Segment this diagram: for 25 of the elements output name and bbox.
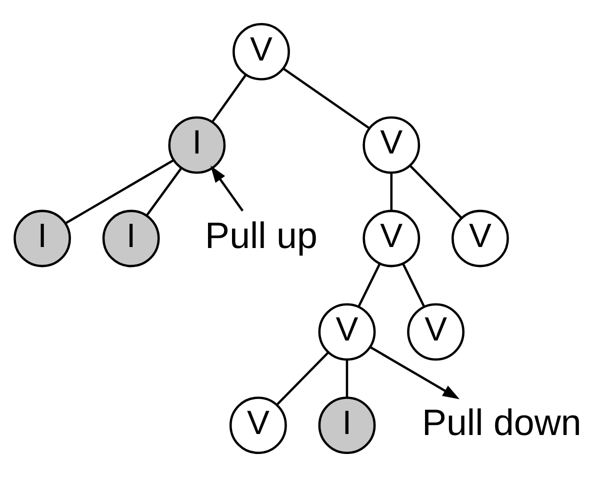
node-circle: V: [452, 210, 509, 268]
node-circle: V: [362, 116, 420, 174]
node-circle: I: [168, 116, 226, 174]
node-circle: I: [14, 210, 71, 268]
connector: [276, 352, 329, 406]
connector: [282, 68, 370, 130]
node-circle: V: [232, 22, 290, 80]
connector: [409, 164, 462, 219]
arrow: [370, 346, 460, 400]
node-circle: V: [318, 303, 376, 361]
connector: [211, 74, 247, 123]
connector: [390, 172, 393, 211]
arrow: [210, 166, 244, 212]
node-circle: V: [362, 210, 420, 268]
connector: [358, 263, 381, 307]
node-circle: V: [229, 396, 287, 454]
node-circle: I: [318, 396, 376, 454]
connector: [65, 159, 174, 224]
connector: [346, 360, 348, 398]
node-circle: V: [407, 303, 465, 361]
connector: [402, 263, 426, 307]
node-text: Pull up: [205, 214, 318, 256]
connector: [146, 167, 182, 216]
node-text: Pull down: [422, 402, 582, 443]
node-circle: I: [102, 210, 160, 268]
